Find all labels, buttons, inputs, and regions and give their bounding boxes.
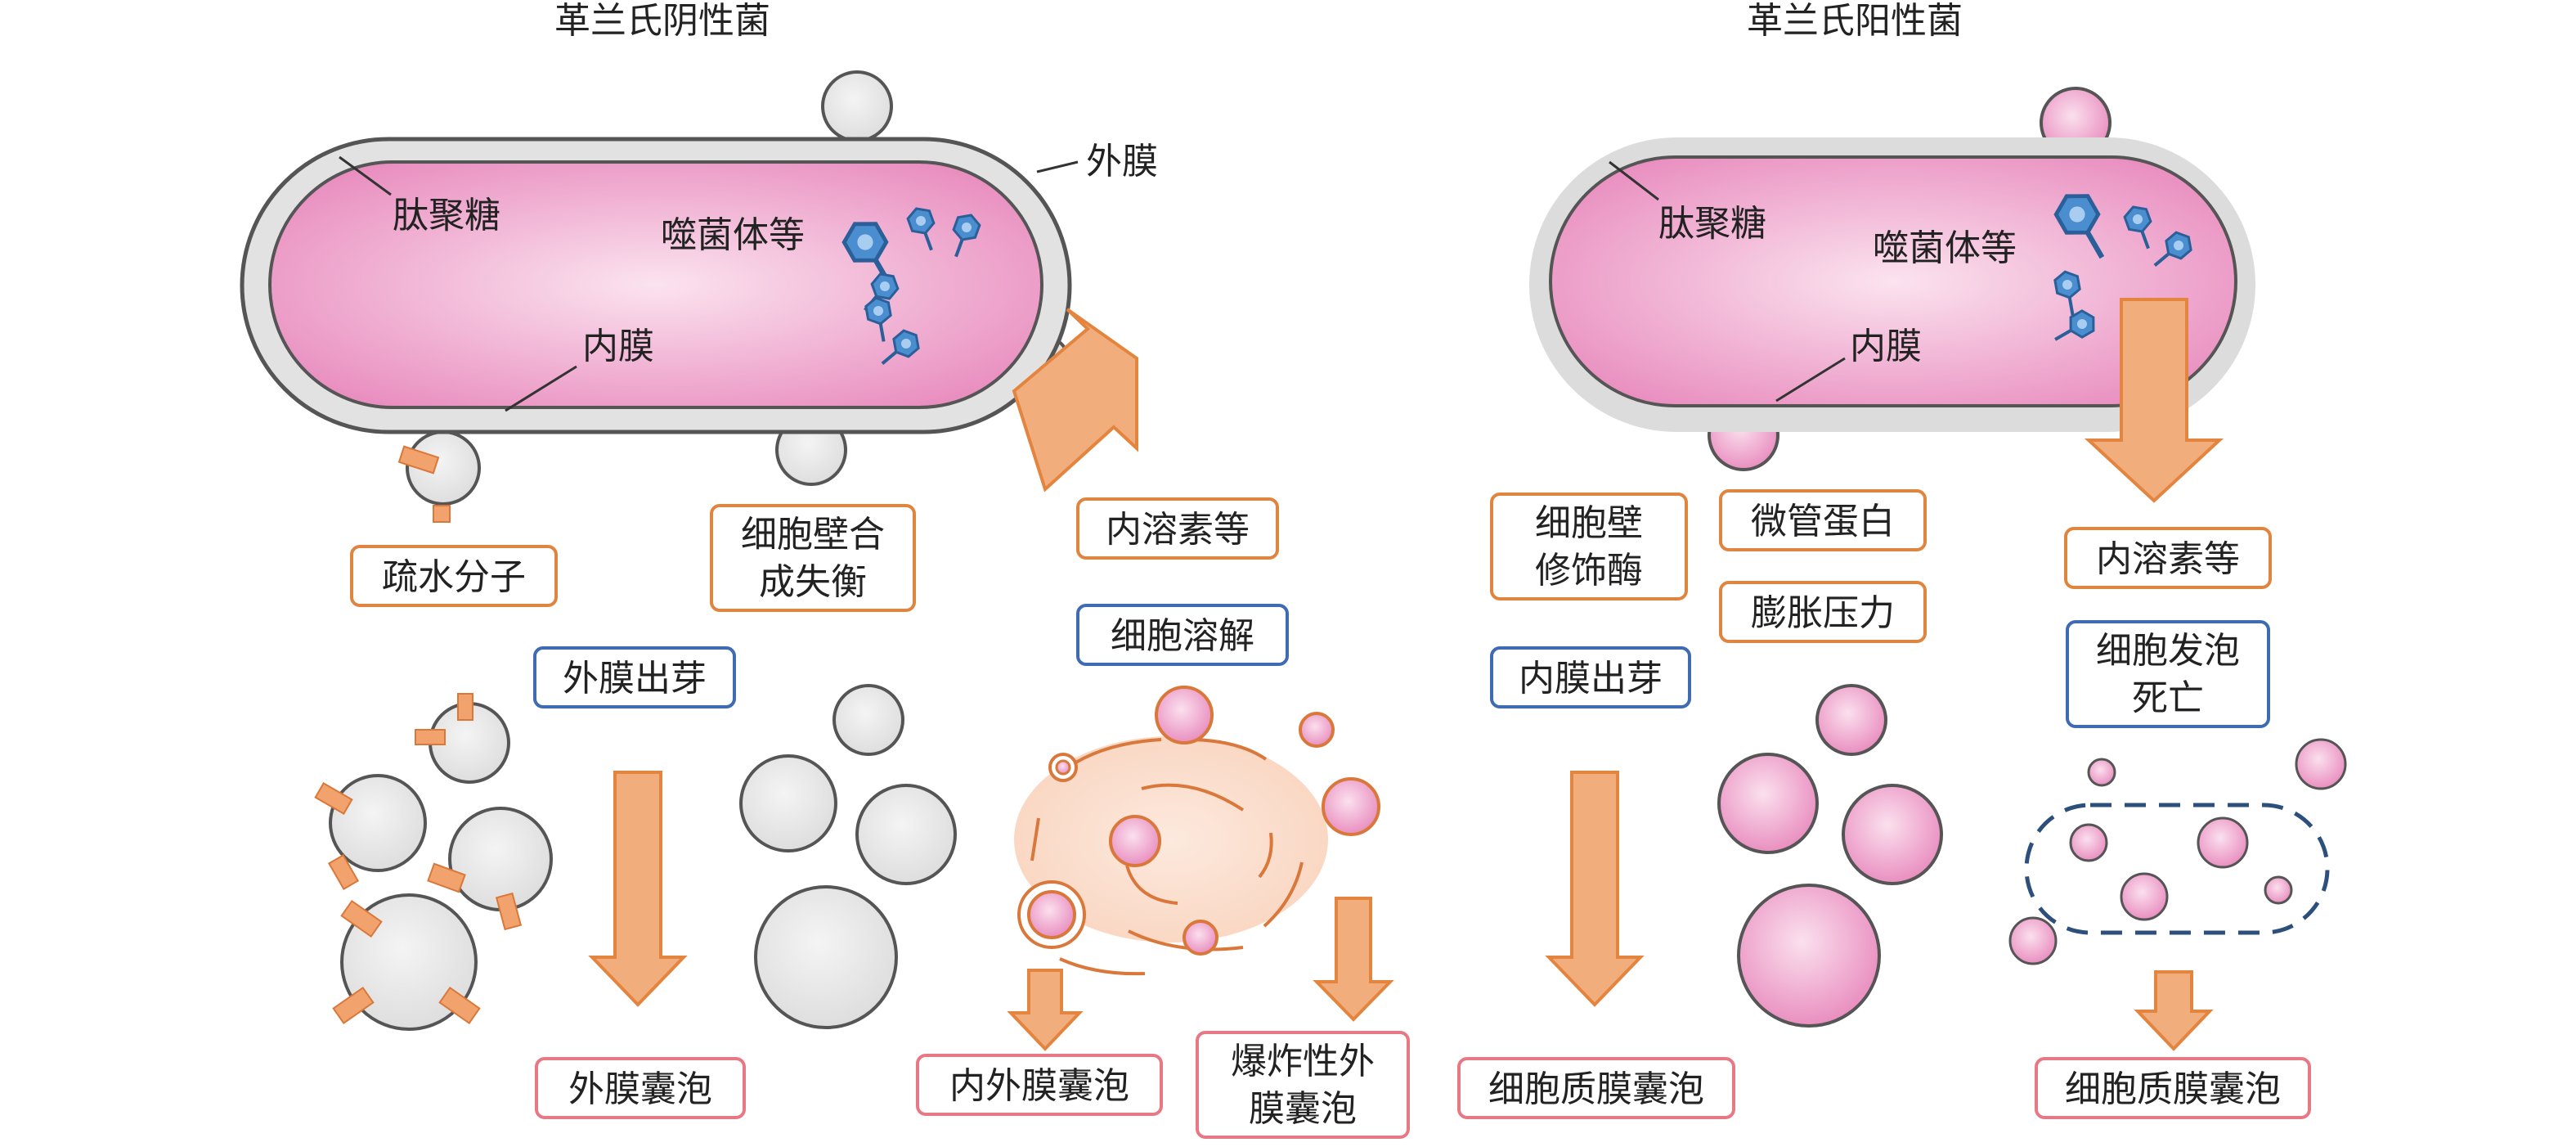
wall-imbalance-vesicles: [739, 684, 957, 1029]
product-cmv-right: 细胞质膜囊泡: [2065, 1068, 2281, 1110]
down-arrow: [1007, 969, 1084, 1051]
mechanism-box-outer-blebbing: [533, 646, 736, 708]
gp-peptidoglycan-label: 肽聚糖: [1658, 203, 1766, 245]
leader-line: [1775, 357, 1846, 403]
product-box-eomv: [1196, 1031, 1410, 1139]
trigger-box-wall-enzyme: [1490, 493, 1688, 600]
gram-negative-cell: [268, 160, 1043, 409]
gram-positive-title: 革兰氏阳性菌: [1747, 0, 1963, 42]
trigger-box-endolysin: [1076, 497, 1279, 560]
product-box-cmv-right: [2035, 1057, 2311, 1119]
trigger-turgor: 膨胀压力: [1751, 592, 1895, 634]
trigger-gp-endolysin: 内溶素等: [2096, 538, 2240, 580]
mechanism-outer-blebbing: 外膜出芽: [563, 658, 707, 699]
outer-membrane-vesicle-cluster: [314, 693, 553, 1031]
gp-inner-membrane-label: 内膜: [1850, 326, 1922, 367]
mechanism-bubbling-death-line2: 死亡: [2132, 677, 2204, 719]
release-arrow: [2084, 298, 2224, 503]
down-arrow: [1313, 897, 1394, 1022]
product-box-omv: [535, 1057, 746, 1119]
trigger-wall-enzyme-line1: 细胞壁: [1535, 502, 1643, 544]
lysing-cell: [1014, 686, 1380, 976]
product-oimv: 内外膜囊泡: [949, 1065, 1129, 1107]
trigger-box-microtubule: [1719, 489, 1927, 551]
phage-label: 噬菌体等: [661, 214, 805, 256]
down-arrow: [588, 771, 688, 1007]
trigger-wall-enzyme-line2: 修饰酶: [1535, 550, 1643, 591]
mechanism-box-cell-lysis: [1076, 604, 1289, 666]
product-box-oimv: [916, 1054, 1163, 1116]
mechanism-box-inner-blebbing: [1490, 646, 1691, 708]
product-eomv-line1: 爆炸性外: [1231, 1041, 1375, 1082]
leader-line: [1036, 160, 1079, 173]
product-box-cmv-left: [1457, 1057, 1735, 1119]
leader-line: [1609, 160, 1659, 201]
trigger-box-gp-endolysin: [2064, 527, 2272, 589]
down-arrow: [2134, 970, 2214, 1051]
mechanism-bubbling-death-line1: 细胞发泡: [2096, 630, 2240, 672]
mechanism-cell-lysis: 细胞溶解: [1111, 615, 1254, 657]
trigger-hydrophobic: 疏水分子: [382, 556, 526, 598]
gram-negative-title: 革兰氏阴性菌: [554, 0, 770, 42]
leader-line: [339, 155, 392, 196]
trigger-wall-imbalance-line2: 成失衡: [759, 561, 867, 603]
product-cmv-left: 细胞质膜囊泡: [1488, 1068, 1704, 1110]
trigger-box-hydrophobic: [350, 545, 558, 607]
cytoplasmic-vesicles: [1717, 684, 1943, 1028]
bubbling-cell: [2008, 738, 2347, 965]
trigger-box-turgor: [1719, 581, 1927, 643]
product-eomv-line2: 膜囊泡: [1249, 1088, 1357, 1130]
trigger-wall-imbalance-line1: 细胞壁合: [741, 514, 885, 556]
mechanism-box-bubbling-death: [2066, 620, 2270, 728]
inner-membrane-label: 内膜: [582, 326, 654, 367]
mechanism-inner-blebbing: 内膜出芽: [1519, 658, 1663, 699]
hydrophobic-molecule: [433, 505, 451, 523]
leader-line: [505, 365, 577, 412]
trigger-microtubule: 微管蛋白: [1751, 501, 1895, 542]
down-arrow: [1545, 771, 1645, 1007]
product-omv: 外膜囊泡: [568, 1068, 712, 1110]
release-arrow: [1012, 308, 1138, 493]
peptidoglycan-label: 肽聚糖: [393, 195, 500, 236]
trigger-endolysin: 内溶素等: [1106, 509, 1250, 551]
outer-membrane-bud: [821, 70, 893, 142]
trigger-box-wall-imbalance: [710, 504, 916, 612]
hydrophobic-molecule: [397, 445, 440, 475]
gp-phage-label: 噬菌体等: [1873, 227, 2017, 269]
outer-membrane-label: 外膜: [1086, 141, 1158, 182]
